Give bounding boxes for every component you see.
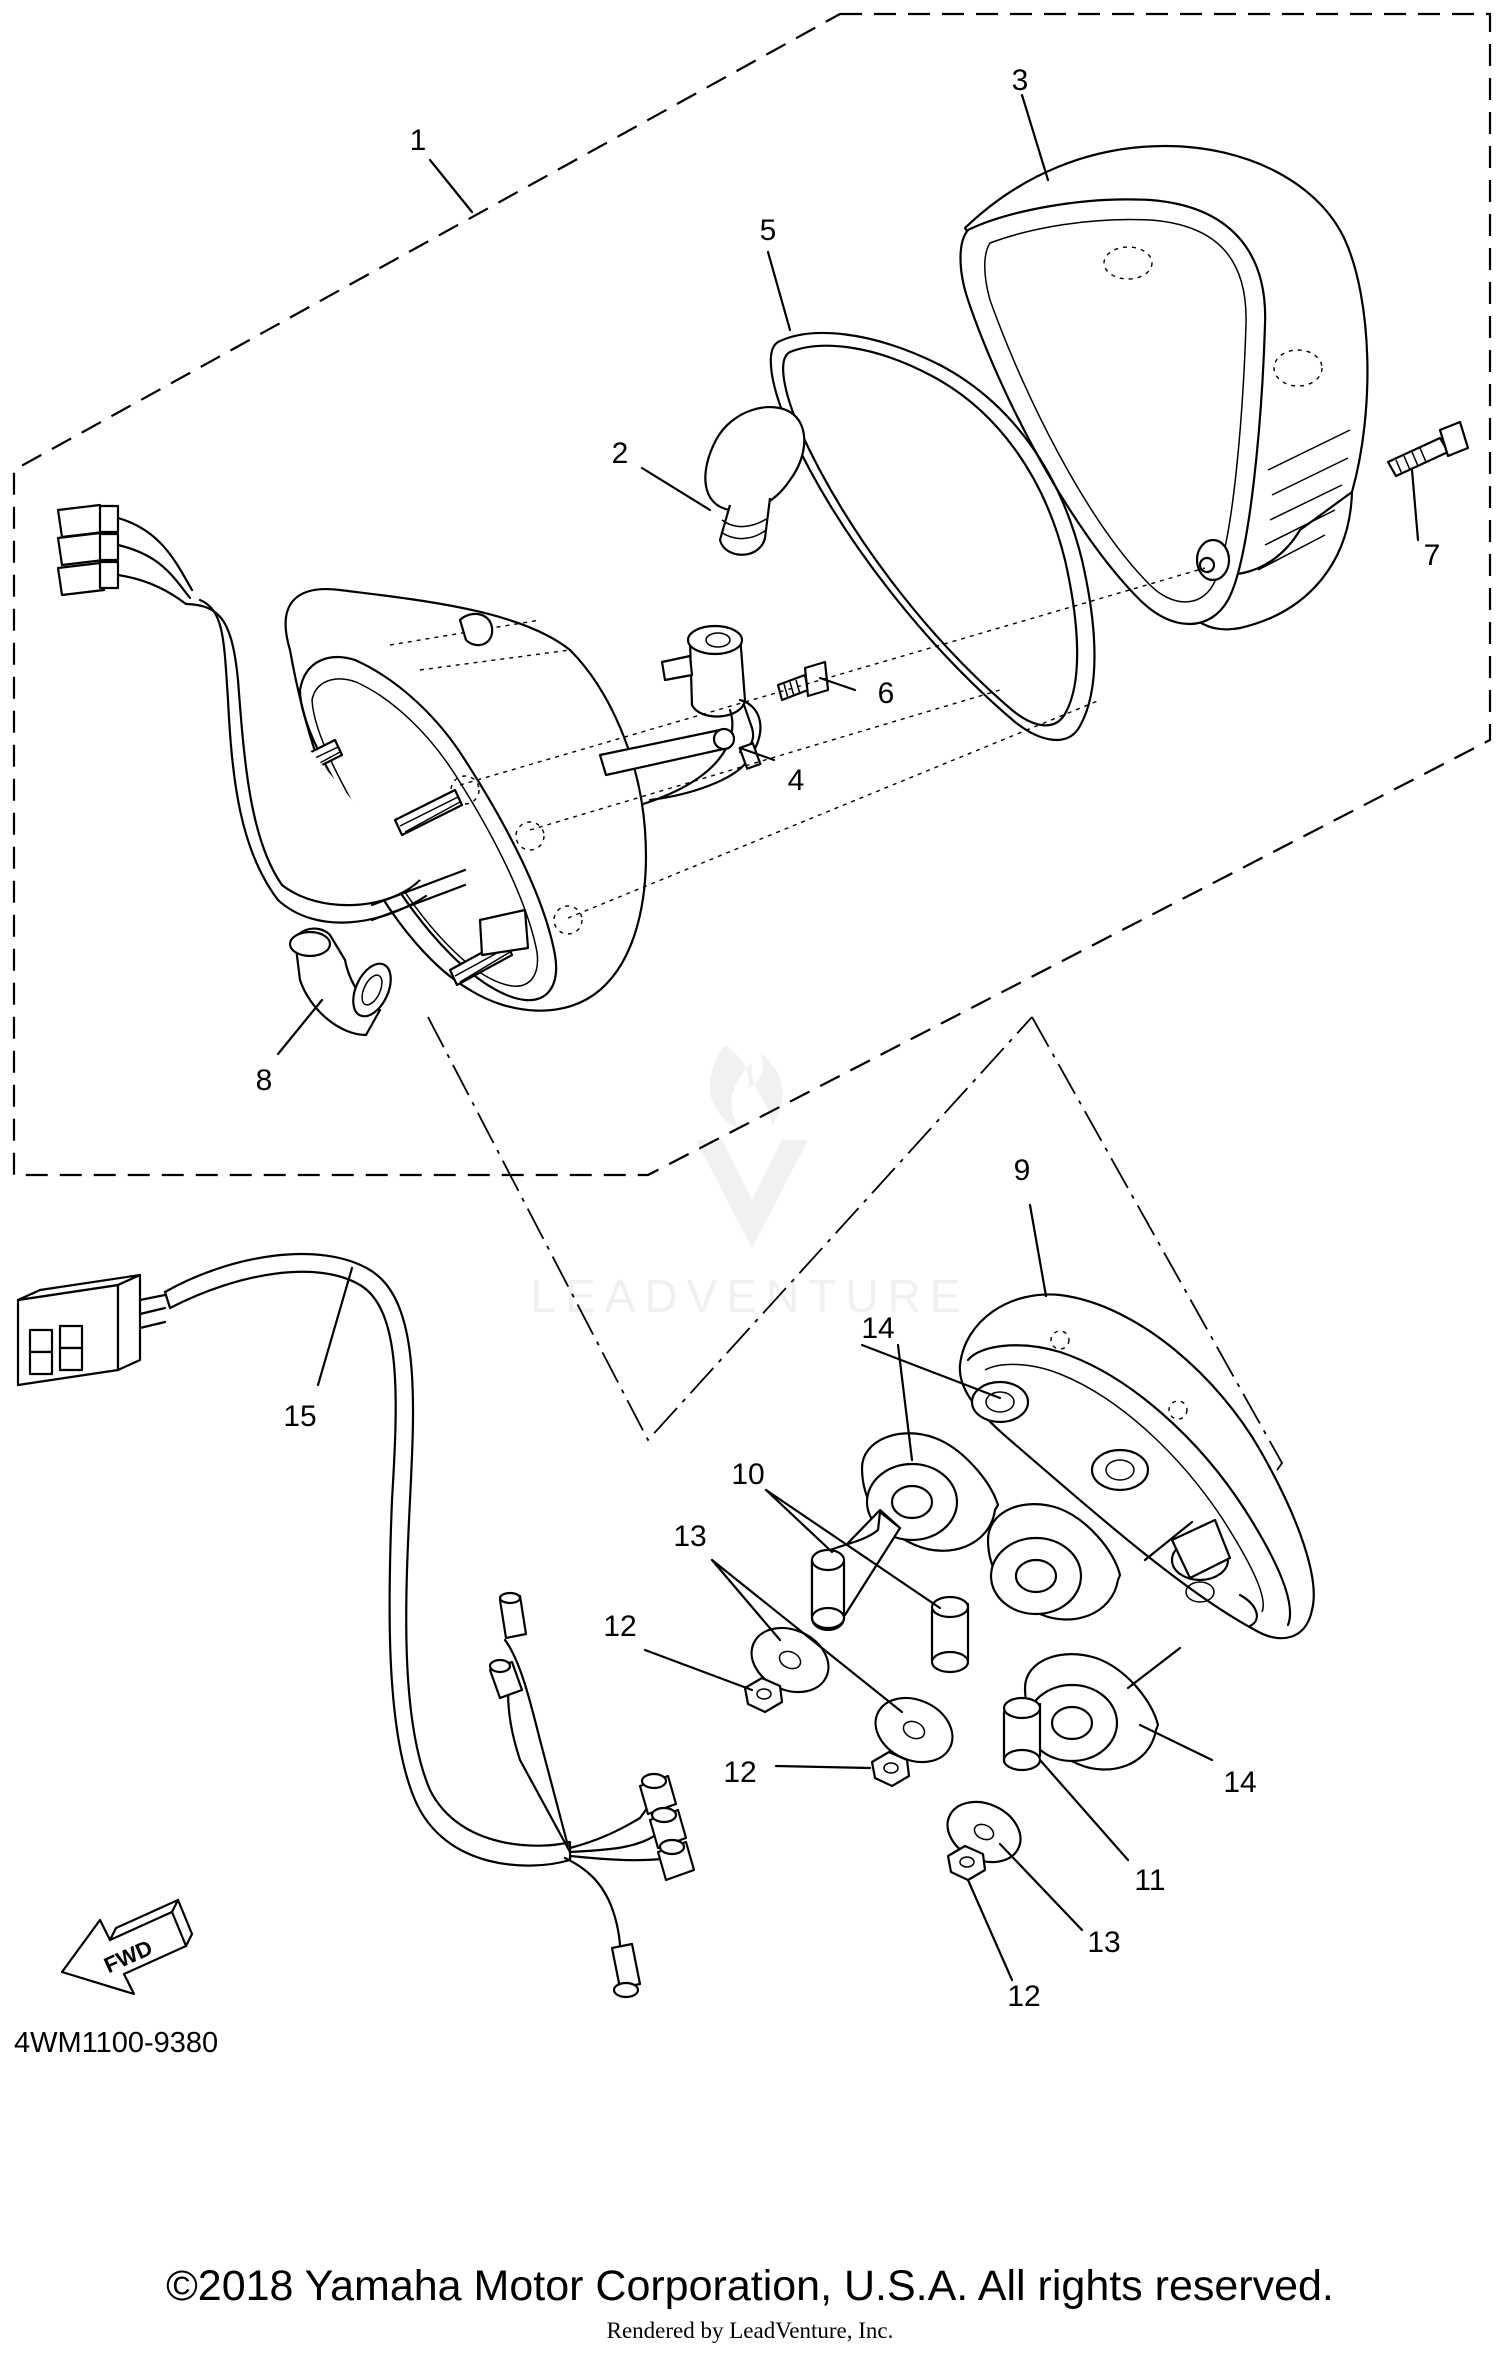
callout-7: 7 [1424,539,1441,572]
screw-part-6 [776,660,830,702]
spacer-part-14-b [986,1503,1122,1621]
callout-15: 15 [283,1400,316,1433]
socket-part-4 [638,624,762,807]
callout-13-a: 13 [673,1520,706,1553]
callout-9: 9 [1014,1154,1031,1187]
callout-5: 5 [760,214,777,247]
spacer-part-14-a [860,1432,1000,1552]
fwd-arrow-icon: FWD [60,1898,194,1996]
callout-3: 3 [1012,64,1029,97]
render-credit: Rendered by LeadVenture, Inc. [606,2318,894,2343]
copyright-notice: ©2018 Yamaha Motor Corporation, U.S.A. A… [166,2262,1334,2310]
callout-12-b: 12 [723,1756,756,1789]
spacer-link-line-2 [1126,1646,1182,1690]
lens-part-3 [959,144,1369,631]
callout-10: 10 [731,1458,764,1491]
collar-part-10-a [810,1508,902,1632]
screw-part-7 [1386,420,1470,478]
watermark-text: LEADVENTURE [531,1270,970,1322]
bracket-line-left [427,1016,1033,1442]
callout-4: 4 [788,764,805,797]
callout-11: 11 [1134,1864,1165,1897]
grommet-part-8 [288,927,392,1037]
callout-12-c: 12 [1007,1980,1040,2013]
alignment-lines [459,567,1206,919]
leadventure-watermark: LEADVENTURE [531,1045,970,1322]
bracket-line-9 [1031,1016,1284,1493]
callout-14-b: 14 [1223,1766,1256,1799]
callout-numbers: 1 2 3 4 5 6 7 8 9 10 11 12 12 12 13 13 1… [256,64,1441,2013]
spacer-link-line [1143,1520,1194,1562]
part-code: 4WM1100-9380 [14,2027,218,2059]
callout-2: 2 [612,437,629,470]
gasket-part-5 [769,331,1096,741]
wire-harness-part-15 [16,1253,696,1999]
nut-part-12-b [870,1750,911,1788]
spacer-part-14-c [1023,1653,1160,1771]
collar-part-10-b [930,1595,970,1674]
callout-14-a: 14 [861,1312,894,1345]
callout-6: 6 [878,677,895,710]
assembly-boundary [12,12,1492,1177]
callout-1: 1 [410,124,427,157]
callout-12-a: 12 [603,1610,636,1643]
leader-lines [276,93,1420,1982]
callout-8: 8 [256,1064,273,1097]
housing-wires [56,503,428,924]
nut-part-12-c [946,1844,987,1882]
base-plate-part-9 [958,1293,1315,1640]
bulb-part-2 [704,405,806,556]
collar-part-11 [1002,1696,1042,1772]
housing-part-1 [283,588,736,1012]
nut-part-12-a [743,1676,784,1714]
callout-13-b: 13 [1087,1926,1120,1959]
